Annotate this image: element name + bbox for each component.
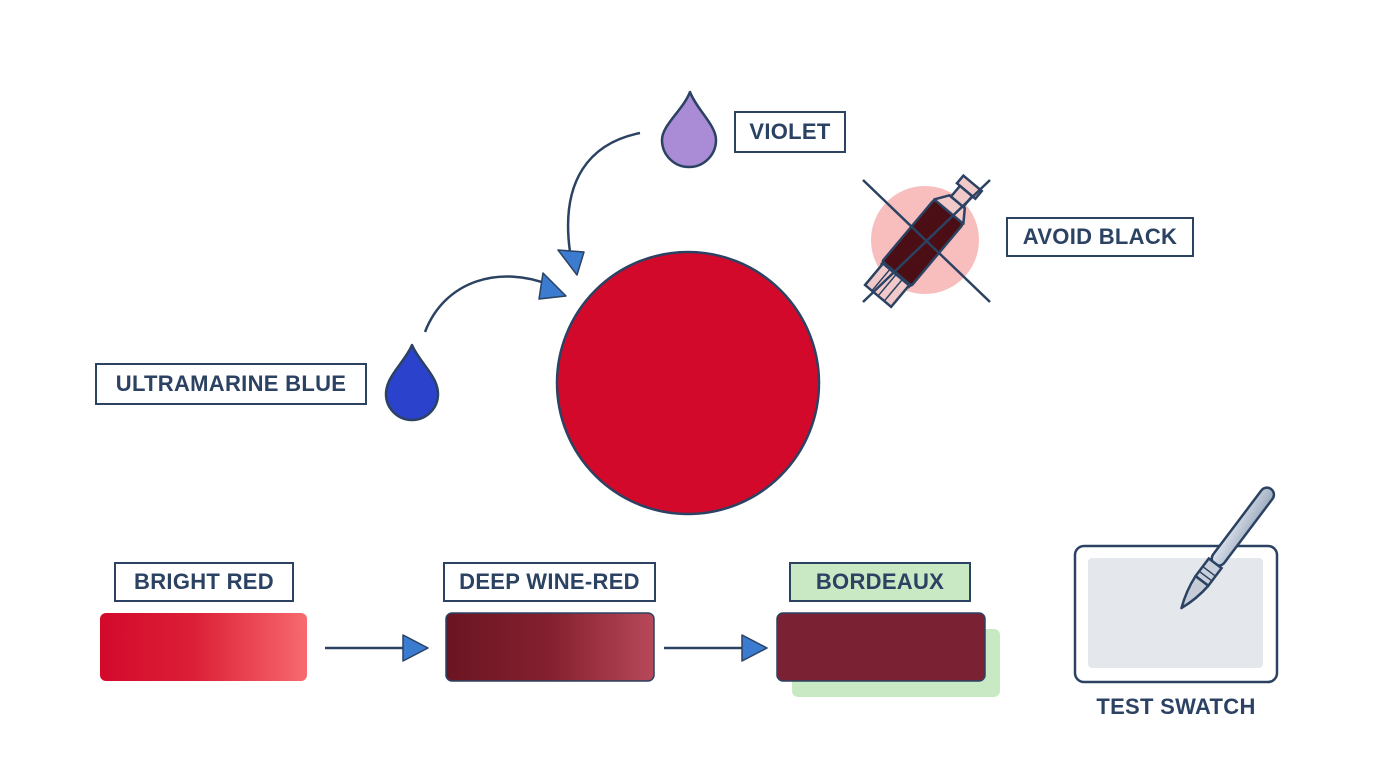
- avoid-black-label-text: AVOID BLACK: [1022, 224, 1178, 249]
- bordeaux-label: BORDEAUX: [789, 562, 971, 602]
- ultramarine-blue-label-text: ULTRAMARINE BLUE: [115, 371, 347, 396]
- ultramarine-blue-label: ULTRAMARINE BLUE: [95, 363, 367, 405]
- violet-label-text: VIOLET: [749, 119, 831, 144]
- avoid-black-icon-group: [862, 173, 991, 309]
- bordeaux-label-text: BORDEAUX: [815, 569, 945, 594]
- bordeaux-swatch: [776, 612, 986, 682]
- violet-to-circle-arrow: [557, 131, 641, 276]
- avoid-black-label: AVOID BLACK: [1006, 217, 1194, 257]
- paintbrush-icon: [1180, 486, 1276, 610]
- arrow-wine-to-bordeaux: [664, 634, 768, 662]
- test-swatch-label: TEST SWATCH: [1075, 694, 1277, 720]
- violet-label: VIOLET: [734, 111, 846, 153]
- droplet-icon: [660, 90, 718, 169]
- cross-out-icon: [862, 179, 991, 303]
- bright-red-swatch: [100, 613, 307, 681]
- droplet-icon: [384, 343, 440, 422]
- bright-red-label-text: BRIGHT RED: [134, 569, 274, 594]
- arrow-bright-to-wine: [325, 634, 429, 662]
- test-swatch-card: [1073, 544, 1279, 684]
- blue-to-circle-arrow: [423, 272, 567, 333]
- test-swatch-label-text: TEST SWATCH: [1096, 694, 1256, 719]
- bright-red-label: BRIGHT RED: [114, 562, 294, 602]
- red-paint-circle: [555, 250, 821, 516]
- deep-wine-red-label: DEEP WINE-RED: [443, 562, 656, 602]
- deep-wine-red-label-text: DEEP WINE-RED: [459, 569, 640, 594]
- deep-wine-red-swatch: [445, 612, 655, 682]
